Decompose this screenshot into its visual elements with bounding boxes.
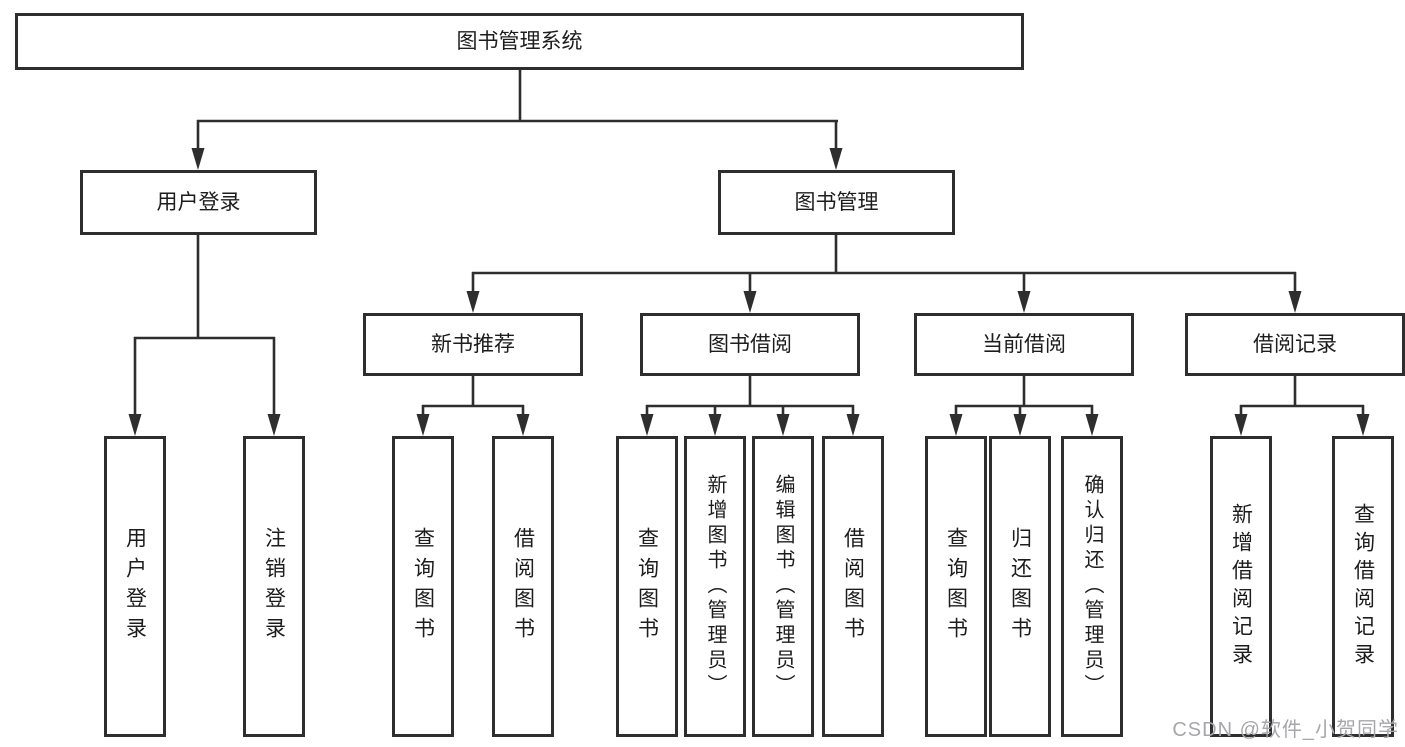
node-label: 查询图书 [944,526,968,647]
node-query-books-recommend: 查询图书 [392,436,454,737]
node-return-books: 归还图书 [989,436,1051,737]
node-logout-leaf: 注销登录 [243,436,305,737]
node-label: 借阅图书 [511,526,535,647]
node-label: 当前借阅 [982,333,1066,356]
node-label: 查询借阅记录 [1351,502,1375,671]
node-borrow-books-leaf: 借阅图书 [822,436,884,737]
node-new-book-recommend: 新书推荐 [363,313,583,376]
node-label: 借阅图书 [841,526,865,647]
node-add-borrow-record: 新增借阅记录 [1210,436,1272,737]
node-query-borrow-record: 查询借阅记录 [1332,436,1394,737]
node-label: 注销登录 [262,526,286,647]
node-label: 图书管理 [794,191,879,214]
node-label: 用户登录 [156,191,241,214]
node-label: 归还图书 [1008,526,1032,647]
node-confirm-return-admin: 确认归还（管理员） [1061,436,1123,737]
node-label: 图书管理系统 [456,30,583,53]
node-label: 用户登录 [123,526,147,647]
node-current-borrow: 当前借阅 [914,313,1134,376]
node-label: 查询图书 [411,526,435,647]
node-book-borrow: 图书借阅 [640,313,860,376]
node-query-books-current: 查询图书 [925,436,987,737]
arrowheads [128,148,1370,436]
node-label: 借阅记录 [1253,333,1337,356]
node-query-books-borrow: 查询图书 [616,436,678,737]
node-user-login: 用户登录 [80,170,317,235]
node-label: 新增图书（管理员） [704,474,726,699]
watermark: CSDN @软件_小贺同学 [1172,719,1399,741]
node-root-system: 图书管理系统 [15,13,1024,70]
node-label: 确认归还（管理员） [1081,474,1103,699]
node-label: 图书借阅 [708,333,792,356]
node-edit-books-admin: 编辑图书（管理员） [752,436,814,737]
node-label: 新书推荐 [431,333,515,356]
node-add-books-admin: 新增图书（管理员） [684,436,746,737]
node-label: 新增借阅记录 [1229,502,1253,671]
node-user-login-leaf: 用户登录 [104,436,166,737]
node-borrow-records: 借阅记录 [1185,313,1405,376]
node-label: 编辑图书（管理员） [772,474,794,699]
node-label: 查询图书 [635,526,659,647]
node-borrow-books-recommend: 借阅图书 [492,436,554,737]
node-book-management: 图书管理 [718,170,955,235]
